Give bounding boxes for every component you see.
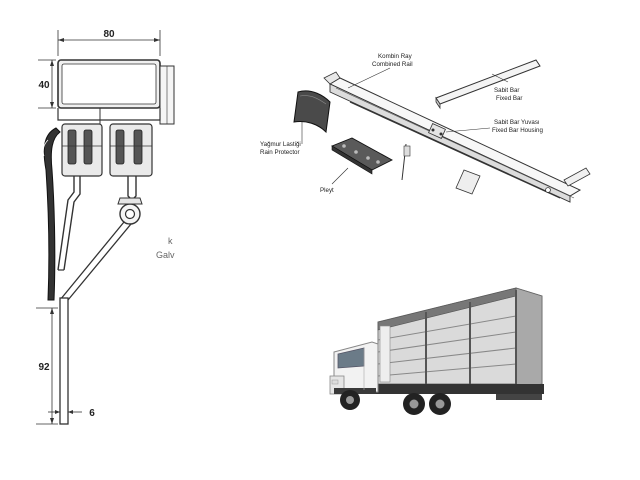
support-bracket: [401, 143, 481, 195]
fixed-bar-housing-label-line1: Sabit Bar Yuvası: [494, 119, 540, 126]
truck-cab: [329, 341, 379, 395]
rail-box-profile: [57, 59, 175, 125]
trailer-body: [377, 287, 543, 389]
combined-rail-label-line2: Combined Rail: [372, 61, 413, 68]
combined-rail: [323, 71, 582, 203]
truck-svg: [329, 287, 544, 415]
tension-strap: [59, 221, 132, 301]
rail-assembly-diagram: Kombin Ray Combined Rail Sabit Bar Fixed…: [240, 40, 610, 210]
partial-label-top: k: [168, 236, 173, 246]
bar-thickness-dimension: 6: [48, 404, 95, 420]
fixed-bar-housing-label-line2: Fixed Bar Housing: [492, 127, 543, 134]
fixed-bar-label-line1: Sabit Bar: [494, 87, 519, 94]
rain-protector: [293, 90, 331, 134]
rain-protector-label-line2: Rain Protector: [260, 149, 300, 156]
curtainsider-truck-image: [320, 280, 560, 430]
height-dimension: 40: [38, 59, 56, 109]
height-dimension-label: 40: [38, 80, 50, 91]
leader-lines: [301, 67, 509, 185]
curtain-seal: [42, 127, 61, 301]
plate-label: Pleyt: [320, 187, 334, 194]
width-dimension-label: 80: [103, 29, 115, 40]
rain-protector-label-line1: Yağmur Lastiği: [260, 141, 301, 148]
corner-fitting: [563, 167, 591, 187]
bar-height-dimension-label: 92: [38, 362, 50, 373]
partial-label-bottom: Galv: [156, 250, 175, 260]
roller-carriage-left: [61, 123, 103, 177]
width-dimension: 80: [57, 29, 161, 56]
fixed-bar: [435, 59, 541, 110]
bar-thickness-dimension-label: 6: [89, 408, 95, 419]
roller-carriage-right: [109, 123, 153, 177]
combined-rail-label-line1: Kombin Ray: [378, 53, 413, 60]
profile-drawing-svg: 80 40: [36, 29, 175, 425]
fixed-bar-label-line2: Fixed Bar: [496, 95, 522, 102]
hanger-bracket: [57, 176, 143, 271]
truck-wheels: [340, 390, 451, 415]
fixed-bar-housing: [428, 123, 446, 139]
bottom-bar: [59, 297, 69, 425]
profile-cross-section-drawing: 80 40: [0, 0, 200, 440]
rail-diagram-svg: Kombin Ray Combined Rail Sabit Bar Fixed…: [260, 53, 591, 203]
chassis: [372, 384, 544, 400]
bar-height-dimension: 92: [36, 307, 58, 425]
plate: [330, 137, 393, 175]
